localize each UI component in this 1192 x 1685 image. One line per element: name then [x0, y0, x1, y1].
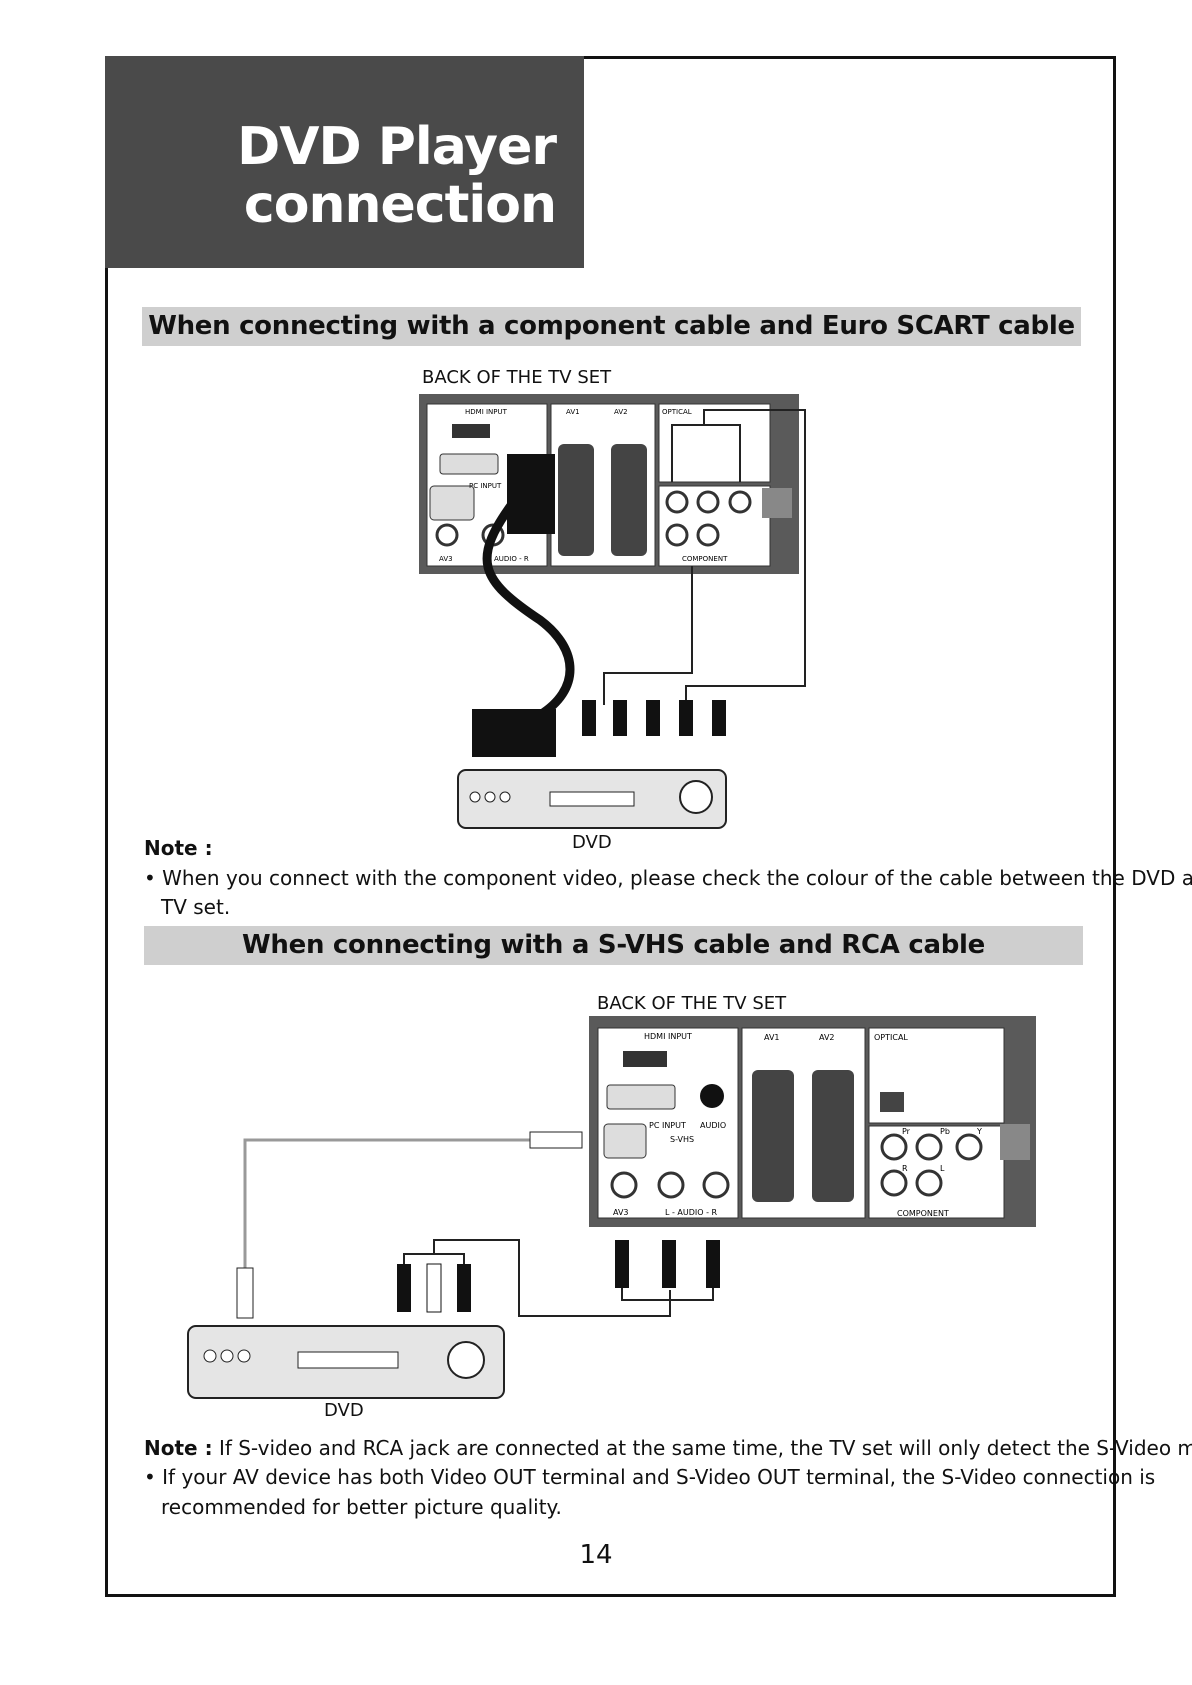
section1-tv-caption: BACK OF THE TV SET: [422, 367, 612, 388]
hdmi-port-icon-1: [452, 424, 490, 438]
section1-heading: When connecting with a component cable a…: [142, 307, 1081, 346]
av3-label-1: AV3: [439, 555, 453, 563]
dvd-dial-icon-1: [679, 780, 713, 814]
av3-audio-r-jack-2: [702, 1171, 730, 1199]
audio-r-jack-2: [880, 1169, 908, 1197]
pr-label-2: Pr: [902, 1127, 911, 1136]
av2-label-1: AV2: [614, 408, 628, 416]
pc-input-label-1: PC INPUT: [469, 482, 502, 490]
rca-plug-2a: [615, 1240, 629, 1288]
rca-plug-2d: [397, 1264, 411, 1312]
svhs-port-icon-2: [603, 1123, 647, 1159]
scart-cable-1: [482, 497, 575, 719]
section2-dvd-caption: DVD: [324, 1400, 364, 1421]
y-jack-2: [955, 1133, 983, 1161]
scart-plug-tv-1: [507, 454, 555, 534]
av3-audio-l-jack-2: [657, 1171, 685, 1199]
optical-port-icon-2: [880, 1092, 904, 1112]
svhs-port-icon-1: [429, 485, 475, 521]
page-number: 14: [579, 1540, 613, 1570]
pc-audio-jack-2: [700, 1084, 724, 1108]
audio-r-label-1: AUDIO - R: [494, 555, 529, 563]
rca-plug-2c: [706, 1240, 720, 1288]
section2-note-text: If S-video and RCA jack are connected at…: [218, 1436, 1192, 1460]
pr-jack-2: [880, 1133, 908, 1161]
scart-plug-dvd-1: [472, 709, 556, 757]
section2-bullet-line2: recommended for better picture quality.: [161, 1495, 562, 1519]
av3-label-2: AV3: [613, 1208, 629, 1217]
av3-video-jack-1: [435, 523, 459, 547]
av1-label-1: AV1: [566, 408, 580, 416]
pb-label-2: Pb: [940, 1127, 950, 1136]
pr-jack-1: [665, 490, 689, 514]
hdmi-label-2: HDMI INPUT: [644, 1032, 692, 1041]
svhs-plug-tv-2: [529, 1131, 583, 1149]
section1-dvd-caption: DVD: [572, 832, 612, 853]
rca-plug-2e: [426, 1263, 442, 1313]
component-label-1: COMPONENT: [682, 555, 728, 563]
y-jack-1: [728, 490, 752, 514]
pb-jack-2: [915, 1133, 943, 1161]
dvd-tray-1: [549, 791, 635, 807]
audio-label-2: AUDIO: [700, 1121, 726, 1130]
av1-label-2: AV1: [764, 1033, 780, 1042]
rca-plug-2b: [662, 1240, 676, 1288]
optical-area-1: [658, 403, 771, 483]
pb-jack-1: [696, 490, 720, 514]
scart-av2-socket-2: [812, 1070, 854, 1202]
y-label-2: Y: [976, 1127, 982, 1136]
section2-note-label: Note :: [144, 1436, 213, 1460]
section1-note-line2: TV set.: [161, 895, 231, 919]
rca-plug-1b: [613, 700, 627, 736]
dvd-dial-icon-2: [447, 1341, 485, 1379]
optical-label-1: OPTICAL: [662, 408, 692, 416]
scart-av1-socket-1: [558, 444, 594, 556]
rca-plug-1a: [582, 700, 596, 736]
dvd-tray-2: [297, 1351, 399, 1369]
audio-lr-label-2: L - AUDIO - R: [665, 1208, 718, 1217]
page-frame: [105, 56, 1116, 1597]
svhs-cable-2: [243, 1138, 530, 1270]
section1-note-line1: • When you connect with the component vi…: [144, 866, 1192, 890]
section1-note-label: Note :: [144, 836, 213, 860]
scart-av1-socket-2: [752, 1070, 794, 1202]
component-label-2: COMPONENT: [897, 1209, 949, 1218]
page-title: DVD Player connection: [237, 117, 557, 235]
section2-heading: When connecting with a S-VHS cable and R…: [144, 926, 1083, 965]
audio-l-jack-1: [696, 523, 720, 547]
vga-port-icon-2: [606, 1084, 676, 1110]
headphone-jack-icon-1: [762, 488, 792, 518]
audio-l-jack-2: [915, 1169, 943, 1197]
r-label-2: R: [902, 1164, 908, 1173]
title-line-2: connection: [243, 175, 557, 235]
vga-port-icon-1: [439, 453, 499, 475]
headphone-jack-icon-2: [1000, 1124, 1030, 1160]
title-line-1: DVD Player: [237, 117, 557, 177]
hdmi-label-1: HDMI INPUT: [465, 408, 508, 416]
pc-input-label-2: PC INPUT: [649, 1121, 686, 1130]
rca-plug-2f: [457, 1264, 471, 1312]
av2-label-2: AV2: [819, 1033, 835, 1042]
hdmi-port-icon-2: [623, 1051, 667, 1067]
svhs-label-2: S-VHS: [670, 1135, 694, 1144]
rca-plug-1d: [679, 700, 693, 736]
rca-plug-1e: [712, 700, 726, 736]
section2-tv-caption: BACK OF THE TV SET: [597, 993, 787, 1014]
section2-bullet-line1: • If your AV device has both Video OUT t…: [144, 1465, 1156, 1489]
rca-plug-1c: [646, 700, 660, 736]
scart-av2-socket-1: [611, 444, 647, 556]
l-label-2: L: [940, 1164, 945, 1173]
optical-label-2: OPTICAL: [874, 1033, 908, 1042]
av3-video-jack-2: [610, 1171, 638, 1199]
section2-note: Note : If S-video and RCA jack are conne…: [144, 1434, 1192, 1463]
svhs-plug-dvd-2: [236, 1267, 254, 1319]
audio-r-jack-1: [665, 523, 689, 547]
title-block: DVD Player connection: [105, 56, 584, 268]
